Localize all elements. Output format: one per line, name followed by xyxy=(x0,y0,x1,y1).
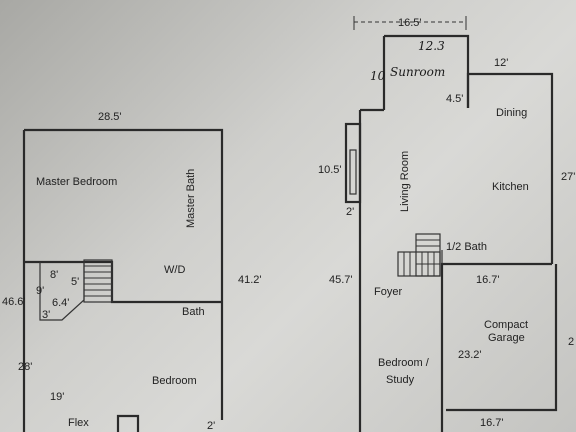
stair-small-label: 3' xyxy=(42,309,50,321)
living-room-label: Living Room xyxy=(399,151,411,212)
half-bath-label: 1/2 Bath xyxy=(446,241,487,253)
nineteen-label: 19' xyxy=(50,391,64,403)
far-right-label: 2 xyxy=(568,336,574,348)
bath-label: Bath xyxy=(182,306,205,318)
garage-top-wall xyxy=(440,262,552,432)
left-total-depth-label: 46.6' xyxy=(2,296,26,308)
sunroom-dim-label: 12.3 xyxy=(418,39,445,53)
right-depth-label: 45.7' xyxy=(329,274,353,286)
twelve-label: 12' xyxy=(494,57,508,69)
right-upper-walls xyxy=(360,72,554,264)
left-width-label: 28.5' xyxy=(98,111,122,123)
stair-top-label: 8' xyxy=(50,269,58,281)
stair-diag-label: 6.4' xyxy=(52,297,69,309)
left-depth-label: 41.2' xyxy=(238,274,262,286)
garage-top-label: 16.7' xyxy=(476,274,500,286)
left-stair-walls xyxy=(24,260,222,304)
left-stair-treads xyxy=(83,259,113,303)
four-five-label: 4.5' xyxy=(446,93,463,105)
dining-label: Dining xyxy=(496,107,527,119)
compact-garage-label-2: Garage xyxy=(488,332,525,344)
fireplace xyxy=(344,122,362,204)
left-floor-plan: 28.5' Master Bedroom Master Bath W/D 41.… xyxy=(2,111,262,432)
foyer-label: Foyer xyxy=(374,286,402,298)
stair-side-label: 9' xyxy=(36,285,44,297)
bedroom-label: Bedroom xyxy=(152,375,197,387)
bottom-right-dim-label: 2' xyxy=(207,420,215,432)
master-bath-label: Master Bath xyxy=(185,169,197,228)
master-bedroom-label: Master Bedroom xyxy=(36,176,117,188)
sunroom-label: Sunroom xyxy=(390,65,445,79)
garage-depth-label: 23.2' xyxy=(458,349,482,361)
flex-label: Flex xyxy=(68,417,89,429)
kitchen-label: Kitchen xyxy=(492,181,529,193)
right-floor-plan: 16.5' 12.3 Sunroom 10 12' 4.5' Dining Ki… xyxy=(318,16,575,432)
bedroom-study-label-2: Study xyxy=(386,374,415,386)
right-edge-label: 27' xyxy=(561,171,575,183)
stair-right-label: 5' xyxy=(71,276,79,288)
fireplace-depth-label: 2' xyxy=(346,206,354,218)
right-stair-treads xyxy=(397,233,441,277)
garage-outer-walls xyxy=(446,264,558,412)
bedroom-study-label-1: Bedroom / xyxy=(378,357,430,369)
wd-label: W/D xyxy=(164,264,185,276)
fireplace-width-label: 10.5' xyxy=(318,164,342,176)
lower-left-dim-label: 28' xyxy=(18,361,32,373)
garage-bottom-label: 16.7' xyxy=(480,417,504,429)
top-width-label: 16.5' xyxy=(398,17,422,29)
left-bottom-door xyxy=(116,414,140,432)
left-outer-walls xyxy=(22,128,224,432)
compact-garage-label-1: Compact xyxy=(484,319,528,331)
sunroom-side-label: 10 xyxy=(370,69,386,83)
